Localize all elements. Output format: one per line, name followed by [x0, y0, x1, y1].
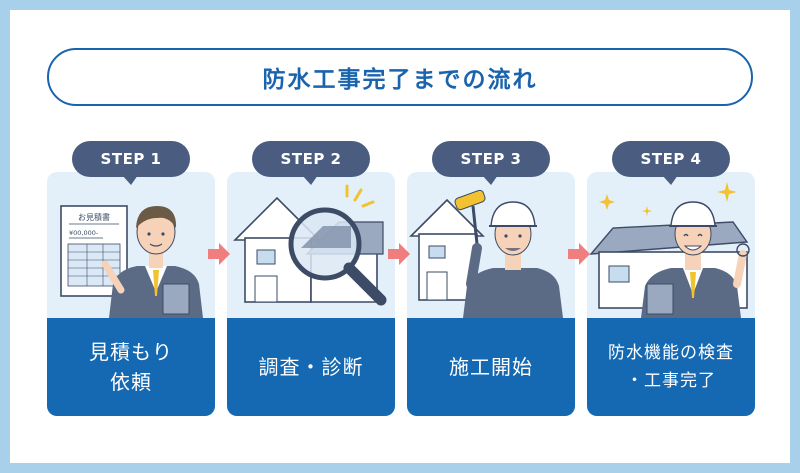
step-label: 施工開始 [449, 355, 533, 379]
completion-illustration [589, 182, 750, 318]
step-badge-text: STEP 4 [640, 150, 702, 168]
step-card-4: 防水機能の検査 ・工事完了 [587, 172, 755, 416]
step-badge-1: STEP 1 [72, 141, 190, 185]
worker-figure [463, 201, 563, 318]
speech-bubble-shape [612, 141, 730, 185]
sparkle-icon [599, 182, 737, 216]
speech-bubble-shape [432, 141, 550, 185]
step-label-area: 見積もり 依頼 [47, 318, 215, 416]
arrow-right-icon [208, 243, 230, 265]
step-label: 調査・診断 [258, 355, 364, 379]
step-label-area: 施工開始 [407, 318, 575, 416]
inspection-illustration [233, 184, 387, 306]
worker-figure [641, 201, 750, 318]
doc-amount: ¥00,000- [69, 229, 99, 237]
step-label-area: 防水機能の検査 ・工事完了 [587, 318, 755, 416]
step-badge-text: STEP 2 [280, 150, 342, 168]
step-card-1: お見積書 ¥00,000- 見積もり 依頼 [47, 172, 215, 416]
estimate-document-icon: お見積書 ¥00,000- [60, 205, 128, 297]
page-title: 防水工事完了までの流れ [262, 67, 538, 93]
step-label: 防水機能の検査 ・工事完了 [608, 343, 734, 391]
arrow-right-icon [568, 243, 590, 265]
step-card-3: 施工開始 [407, 172, 575, 416]
construction-illustration [409, 189, 563, 318]
arrow-right-icon [388, 243, 410, 265]
step-badge-2: STEP 2 [252, 141, 370, 185]
speech-bubble-shape [72, 141, 190, 185]
doc-title: お見積書 [78, 212, 110, 222]
step-badge-text: STEP 3 [460, 150, 522, 168]
step-badge-3: STEP 3 [432, 141, 550, 185]
title-banner: 防水工事完了までの流れ [47, 48, 753, 106]
estimate-worker-illustration: お見積書 ¥00,000- [60, 205, 203, 318]
sparkle-icon [345, 184, 375, 208]
step-card-2: 調査・診断 [227, 172, 395, 416]
magnifying-glass-icon [288, 207, 387, 306]
paint-roller-icon [454, 189, 486, 245]
step-label-area: 調査・診断 [227, 318, 395, 416]
step-badge-text: STEP 1 [100, 150, 162, 168]
step-label: 見積もり 依頼 [89, 340, 173, 394]
worker-figure [101, 206, 203, 318]
house-icon [409, 198, 485, 301]
speech-bubble-shape [252, 141, 370, 185]
step-badge-4: STEP 4 [612, 141, 730, 185]
